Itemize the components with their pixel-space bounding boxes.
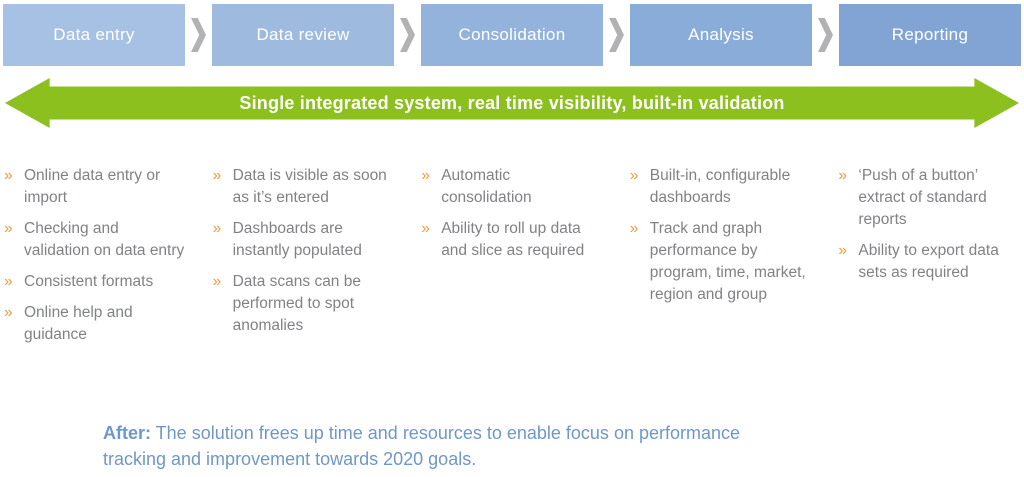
stage-box-analysis: Analysis <box>630 4 812 66</box>
bullet-item: » Ability to roll up data and slice as re… <box>421 218 603 262</box>
chevron-right-icon <box>400 18 415 52</box>
bullet-item: » Track and graph performance by program,… <box>630 218 812 306</box>
bullet-text: Checking and validation on data entry <box>24 220 185 259</box>
bullet-text: Consistent formats <box>24 273 154 290</box>
double-angle-bullet-icon: » <box>629 167 639 184</box>
footer-text: The solution frees up time and resources… <box>103 423 741 469</box>
bullet-column-analysis: » Built-in, configurable dashboards » Track… <box>630 165 812 383</box>
bullet-item: » Checking and validation on data entry <box>4 218 186 262</box>
double-angle-bullet-icon: » <box>4 220 13 237</box>
bullet-text: Built-in, configurable dashboards <box>649 167 791 206</box>
double-angle-bullet-icon: » <box>421 220 430 237</box>
double-angle-bullet-icon: » <box>212 273 222 290</box>
bullet-item: » Consistent formats <box>4 271 186 293</box>
double-angle-bullet-icon: » <box>4 167 13 184</box>
double-angle-bullet-icon: » <box>629 220 639 237</box>
bullet-item: » Online data entry or import <box>4 165 186 209</box>
bullet-column-data-review: » Data is visible as soon as it’s entered… <box>213 165 395 383</box>
bullet-column-reporting: » ‘Push of a button’ extract of standard … <box>838 165 1020 383</box>
bullet-text: ‘Push of a button’ extract of standard r… <box>858 167 987 228</box>
double-angle-bullet-icon: » <box>212 167 222 184</box>
bullet-column-consolidation: » Automatic consolidation » Ability to roll… <box>421 165 603 383</box>
bullet-column-data-entry: » Online data entry or import » Checking an… <box>4 165 186 383</box>
bullet-text: Track and graph performance by program, … <box>649 220 806 303</box>
stage-box-reporting: Reporting <box>839 4 1021 66</box>
double-angle-bullet-icon: » <box>838 167 848 184</box>
stage-separator <box>394 18 421 52</box>
bullet-text: Automatic consolidation <box>441 167 532 206</box>
bullet-item: » ‘Push of a button’ extract of standard … <box>838 165 1020 231</box>
stage-box-consolidation: Consolidation <box>421 4 603 66</box>
bullet-text: Data scans can be performed to spot anom… <box>232 273 361 334</box>
chevron-right-icon <box>818 18 833 52</box>
bullet-text: Ability to export data sets as required <box>858 242 999 281</box>
stages-row: Data entry Data review Consolidation Analys… <box>0 0 1024 66</box>
bullet-text: Dashboards are instantly populated <box>232 220 362 259</box>
stage-separator <box>185 18 212 52</box>
stage-separator <box>603 18 630 52</box>
banner-text: Single integrated system, real time visi… <box>239 92 785 113</box>
double-angle-bullet-icon: » <box>838 242 848 259</box>
bullet-item: » Data scans can be performed to spot ano… <box>213 271 395 337</box>
chevron-right-icon <box>191 18 206 52</box>
bullet-item: » Online help and guidance <box>4 302 186 346</box>
stage-box-data-review: Data review <box>212 4 394 66</box>
bullet-item: » Automatic consolidation <box>421 165 603 209</box>
stage-box-data-entry: Data entry <box>3 4 185 66</box>
double-angle-bullet-icon: » <box>212 220 222 237</box>
bullet-text: Ability to roll up data and slice as req… <box>441 220 585 259</box>
footer-prefix: After: <box>103 423 151 443</box>
bullet-text: Online help and guidance <box>24 304 133 343</box>
bullet-text: Online data entry or import <box>24 167 161 206</box>
double-angle-bullet-icon: » <box>421 167 430 184</box>
bullet-item: » Data is visible as soon as it’s entered <box>213 165 395 209</box>
bullet-item: » Ability to export data sets as required <box>838 240 1020 284</box>
bullet-item: » Built-in, configurable dashboards <box>630 165 812 209</box>
stage-separator <box>812 18 839 52</box>
double-angle-bullet-icon: » <box>4 304 13 321</box>
chevron-right-icon <box>609 18 624 52</box>
bullet-item: » Dashboards are instantly populated <box>213 218 395 262</box>
banner: Single integrated system, real time visi… <box>5 78 1019 128</box>
bullet-columns: » Online data entry or import » Checking an… <box>0 165 1024 383</box>
double-angle-bullet-icon: » <box>4 273 13 290</box>
bullet-text: Data is visible as soon as it’s entered <box>232 167 387 206</box>
footer-note: After: The solution frees up time and re… <box>103 421 793 472</box>
